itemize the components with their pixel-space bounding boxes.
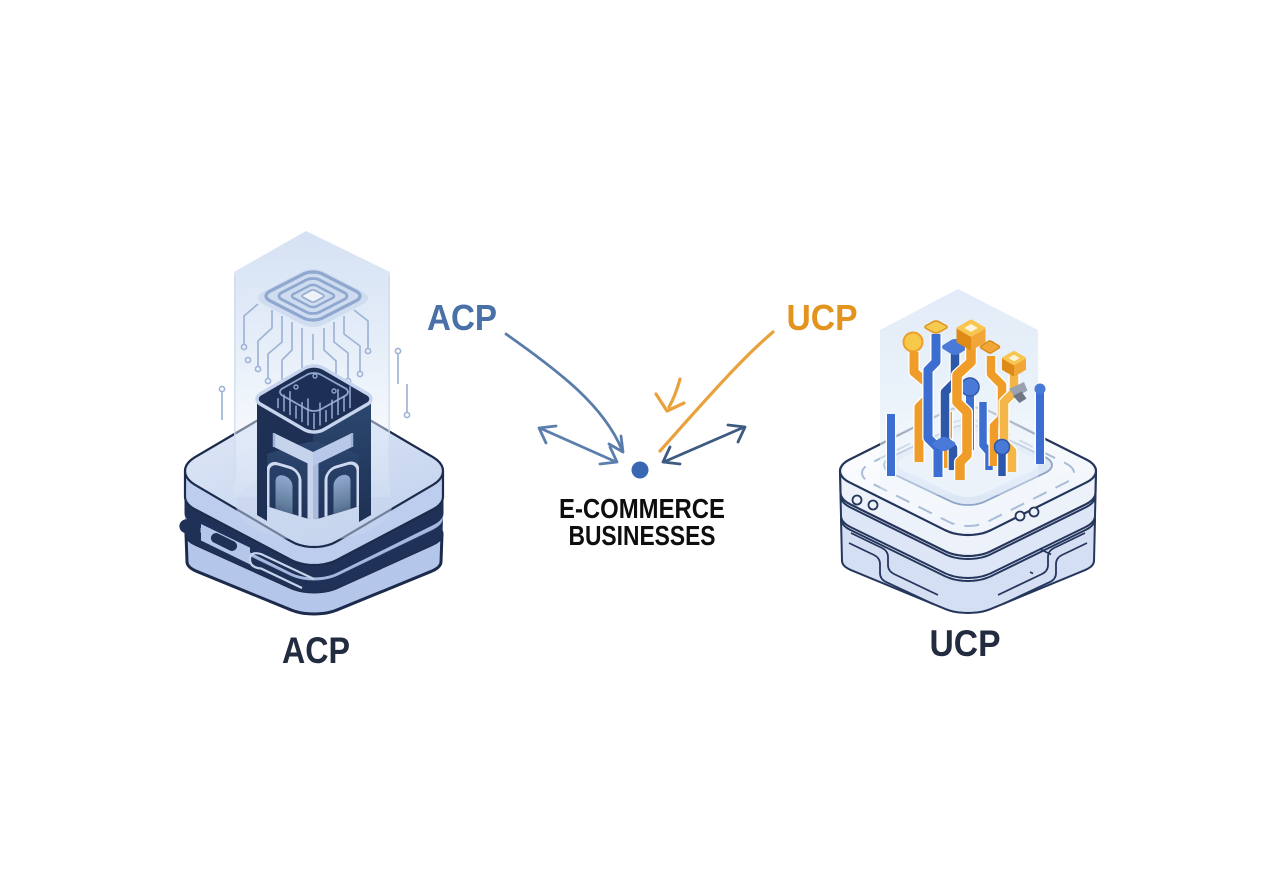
svg-text:UCP: UCP xyxy=(787,297,858,338)
svg-text:BUSINESSES: BUSINESSES xyxy=(569,520,716,551)
svg-text:E-COMMERCE: E-COMMERCE xyxy=(559,493,725,524)
svg-text:ACP: ACP xyxy=(427,297,497,338)
svg-text:UCP: UCP xyxy=(930,623,1001,664)
svg-text:ACP: ACP xyxy=(282,630,350,671)
